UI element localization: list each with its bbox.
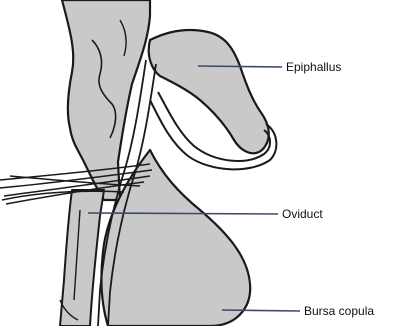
epiphallus-shape — [149, 30, 269, 153]
bursa-pointer — [222, 310, 300, 311]
oviduct-pointer — [88, 213, 278, 214]
bursa-shape — [101, 150, 250, 326]
bursa-copula-label: Bursa copula — [304, 304, 374, 318]
epiphallus-label: Epiphallus — [286, 60, 341, 74]
epiphallus-pointer — [198, 66, 282, 67]
lower-column-shape — [60, 190, 104, 326]
oviduct-label: Oviduct — [282, 207, 323, 221]
